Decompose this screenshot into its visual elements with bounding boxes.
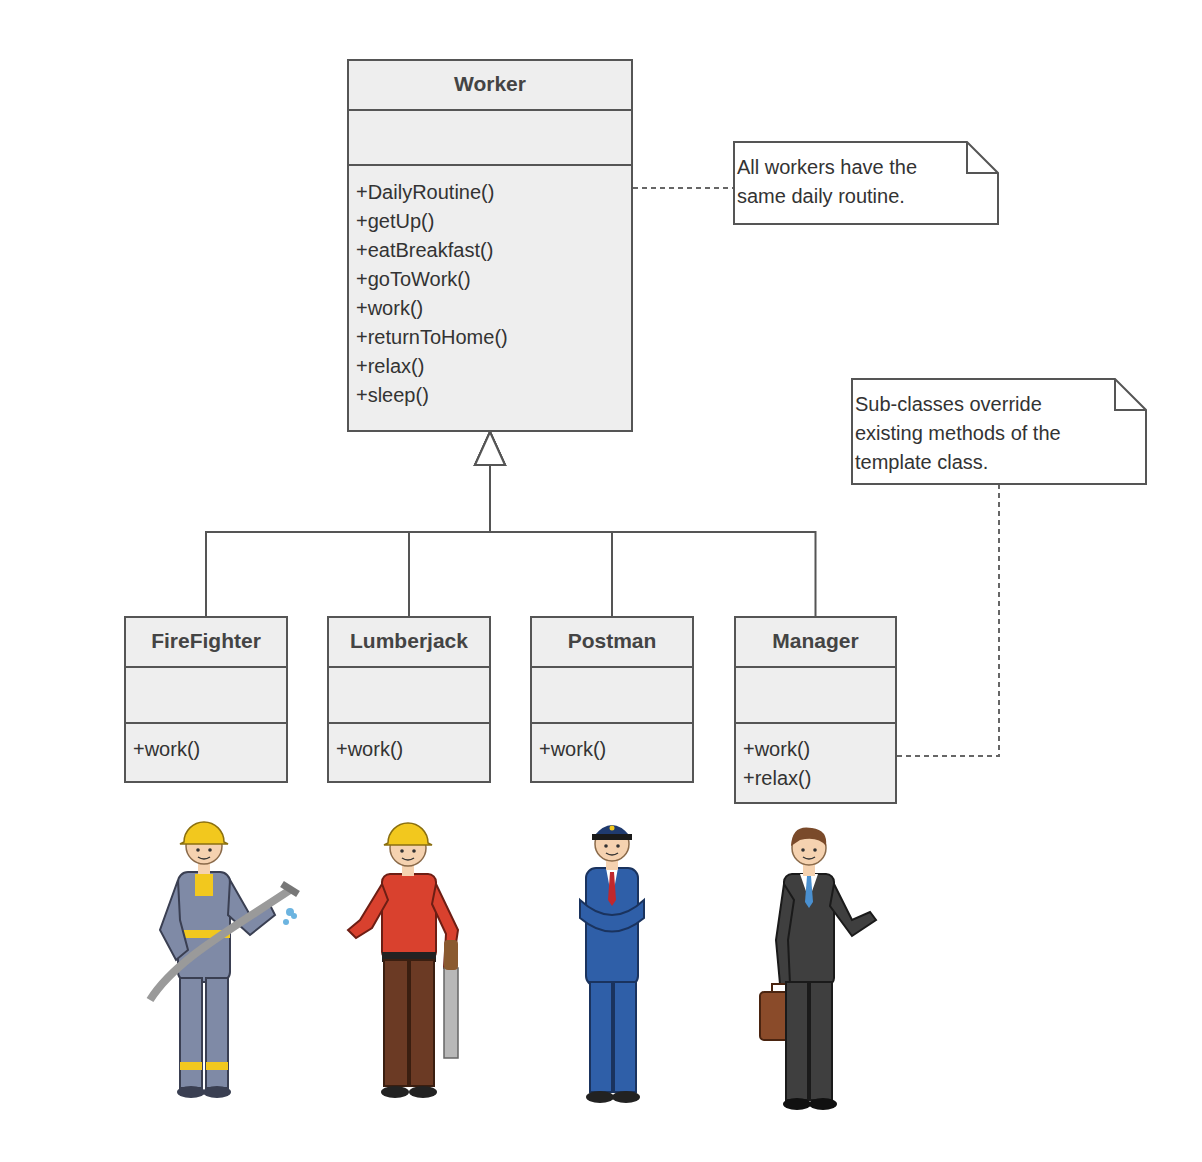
method-compartment: +work() (126, 722, 286, 781)
method-name: +work() (329, 735, 489, 764)
note-shape (734, 142, 998, 224)
connector (897, 485, 999, 756)
lumberjack-figure (348, 823, 458, 1098)
note-box: All workers have the same daily routine. (733, 141, 999, 225)
generalization-line (490, 465, 612, 616)
manager-figure (760, 827, 876, 1110)
method-name: +relax() (736, 764, 895, 793)
method-compartment: +work()+relax() (736, 722, 895, 802)
class-box: Postman +work() (530, 616, 694, 783)
note-shape (852, 379, 1146, 484)
name-compartment: Lumberjack (329, 618, 489, 666)
method-compartment: +work() (532, 722, 692, 781)
generalization-line (409, 465, 490, 616)
class-name: FireFighter (126, 618, 286, 664)
connector (409, 465, 490, 616)
connector-heads (475, 432, 505, 465)
class-box: Lumberjack +work() (327, 616, 491, 783)
firefighter-figure (150, 822, 298, 1098)
attribute-compartment (736, 666, 895, 722)
connector-heads (475, 432, 505, 465)
note-fold (1115, 379, 1146, 410)
method-name: +work() (736, 735, 895, 764)
method-name: +goToWork() (349, 265, 631, 294)
generalization-arrowhead (475, 432, 505, 465)
class-box: Manager +work()+relax() (734, 616, 897, 804)
class-box: FireFighter +work() (124, 616, 288, 783)
generalization-arrowhead (475, 432, 505, 465)
method-compartment: +work() (329, 722, 489, 781)
generalization-arrowhead (475, 432, 505, 465)
attribute-compartment (126, 666, 286, 722)
name-compartment: Postman (532, 618, 692, 666)
generalization-arrowhead (475, 432, 505, 465)
method-compartment: +DailyRoutine()+getUp()+eatBreakfast()+g… (349, 164, 631, 430)
attribute-compartment (532, 666, 692, 722)
method-name: +DailyRoutine() (349, 178, 631, 207)
connector-heads (475, 432, 505, 465)
connector (490, 465, 816, 616)
class-name: Postman (532, 618, 692, 664)
generalization-line (490, 465, 816, 616)
class-box: Worker +DailyRoutine()+getUp()+eatBreakfa… (347, 59, 633, 432)
connector (206, 465, 490, 616)
note-text: Sub-classes override existing methods of… (851, 378, 1147, 485)
note-text: All workers have the same daily routine. (733, 141, 999, 219)
method-name: +sleep() (349, 381, 631, 410)
method-name: +work() (126, 735, 286, 764)
note-outline (733, 141, 999, 225)
class-name: Worker (349, 61, 631, 107)
name-compartment: Manager (736, 618, 895, 666)
attribute-compartment (349, 109, 631, 164)
postman-figure (580, 825, 644, 1103)
note-link (897, 485, 999, 756)
method-name: +returnToHome() (349, 323, 631, 352)
connector (490, 465, 612, 616)
class-name: Manager (736, 618, 895, 664)
method-name: +relax() (349, 352, 631, 381)
head-layer (475, 432, 505, 465)
note-fold (967, 142, 998, 173)
name-compartment: Worker (349, 61, 631, 109)
connector (633, 188, 733, 189)
connector-heads (475, 432, 505, 465)
note-box: Sub-classes override existing methods of… (851, 378, 1147, 485)
note-link (633, 187, 733, 189)
name-compartment: FireFighter (126, 618, 286, 666)
method-name: +work() (532, 735, 692, 764)
method-name: +eatBreakfast() (349, 236, 631, 265)
method-name: +work() (349, 294, 631, 323)
method-name: +getUp() (349, 207, 631, 236)
attribute-compartment (329, 666, 489, 722)
class-name: Lumberjack (329, 618, 489, 664)
generalization-line (206, 465, 490, 616)
